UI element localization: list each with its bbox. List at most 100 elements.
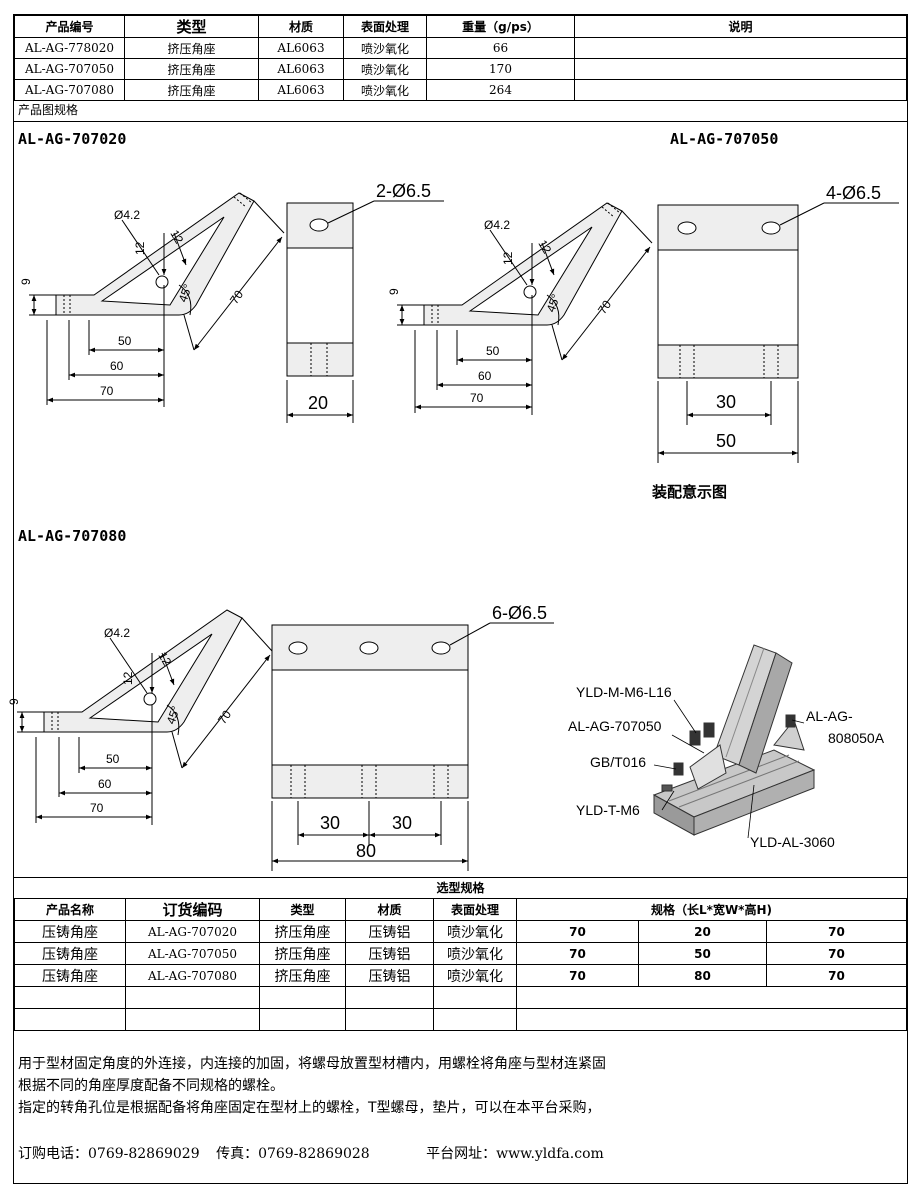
cell-type: 挤压角座 — [259, 942, 346, 965]
dim-9: 9 — [7, 698, 21, 705]
width-50: 50 — [716, 431, 736, 451]
table-row: 压铸角座 AL-AG-707080 挤压角座 压铸铝 喷沙氧化 70 80 70 — [14, 964, 907, 987]
section-label: 产品图规格 — [18, 103, 79, 117]
assembly-illustration — [652, 644, 816, 836]
dim-9: 9 — [387, 288, 401, 295]
cell-height: 70 — [766, 942, 907, 965]
side-view-707020 — [29, 192, 285, 407]
header-type: 类型 — [259, 898, 346, 921]
label-corner-b: 808050A — [828, 730, 885, 746]
dim-60: 60 — [98, 777, 112, 791]
hole-note-4: 4-Ø6.5 — [826, 183, 881, 203]
cell-surface: 喷沙氧化 — [433, 942, 517, 965]
product-table: 产品编号 类型 材质 表面处理 重量（g/ps） 说明 AL-AG-778020… — [14, 15, 907, 101]
assembly-leaders — [653, 699, 805, 839]
selection-table: 产品名称 订货编码 类型 材质 表面处理 规格（长L*宽W*高H) 压铸角座 A… — [14, 898, 907, 1031]
cell-desc — [574, 37, 907, 59]
dim-12-angled: 12 — [535, 238, 554, 257]
cell-height: 70 — [766, 920, 907, 943]
note-line: 根据不同的角座厚度配备不同规格的螺栓。 — [18, 1078, 284, 1094]
width-80: 80 — [356, 841, 376, 861]
cell-order-code: AL-AG-707020 — [125, 920, 260, 943]
note-line: 指定的转角孔位是根据配备将角座固定在型材上的螺栓，T型螺母，垫片，可以在本平台采… — [18, 1100, 601, 1116]
dim-70-diag: 70 — [215, 707, 234, 726]
dim-12-vertical: 12 — [121, 671, 135, 685]
cell-surface: 喷沙氧化 — [343, 58, 427, 80]
dim-70: 70 — [470, 391, 484, 405]
cell-type: 挤压角座 — [124, 58, 259, 80]
cell-material: 压铸铝 — [345, 964, 434, 987]
width-20: 20 — [308, 393, 328, 413]
cell-length: 70 — [516, 920, 639, 943]
dim-12-vertical: 12 — [501, 251, 515, 265]
cell-surface: 喷沙氧化 — [433, 920, 517, 943]
contact-phone: 订购电话：0769-82869029 — [18, 1146, 200, 1162]
header-order-code: 订货编码 — [125, 898, 260, 921]
dim-60: 60 — [478, 369, 492, 383]
dim-60: 60 — [110, 359, 124, 373]
spec-sheet: 产品编号 类型 材质 表面处理 重量（g/ps） 说明 AL-AG-778020… — [7, 14, 908, 1184]
selection-title: 选型规格 — [14, 877, 907, 898]
label-bracket: AL-AG-707050 — [568, 718, 662, 734]
dim-50: 50 — [486, 344, 500, 358]
table-row: 压铸角座 AL-AG-707020 挤压角座 压铸铝 喷沙氧化 70 20 70 — [14, 920, 907, 943]
cell-surface: 喷沙氧化 — [433, 964, 517, 987]
table-row: 压铸角座 AL-AG-707050 挤压角座 压铸铝 喷沙氧化 70 50 70 — [14, 942, 907, 965]
cell-code: AL-AG-707080 — [14, 79, 125, 101]
hole-note-6: 6-Ø6.5 — [492, 603, 547, 623]
header-code: 产品编号 — [14, 15, 125, 38]
selection-section: 选型规格 产品名称 订货编码 类型 材质 表面处理 规格（长L*宽W*高H) 压… — [14, 877, 907, 1031]
cell-length: 70 — [516, 942, 639, 965]
model-label-707050: AL-AG-707050 — [670, 130, 779, 148]
note-line: 用于型材固定角度的外连接，内连接的加固，将螺母放置型材槽内，用螺栓将角座与型材连… — [18, 1056, 606, 1072]
assembly-labels: YLD-M-M6-L16 AL-AG-707050 GB/T016 YLD-T-… — [568, 684, 885, 850]
cell-name: 压铸角座 — [14, 920, 126, 943]
cell-type: 挤压角座 — [124, 79, 259, 101]
front-view-707050 — [657, 202, 899, 463]
cell-desc — [574, 79, 907, 101]
dim-50: 50 — [118, 334, 132, 348]
cell-name: 压铸角座 — [14, 964, 126, 987]
cell-material: AL6063 — [258, 58, 344, 80]
dim-30-left: 30 — [320, 813, 340, 833]
side-view-707080 — [17, 609, 273, 825]
cell-type: 挤压角座 — [124, 37, 259, 59]
header-material: 材质 — [345, 898, 434, 921]
dim-12-vertical: 12 — [133, 241, 147, 255]
divider — [14, 121, 907, 122]
header-type: 类型 — [124, 15, 259, 38]
contact-site: 平台网址：www.yldfa.com — [426, 1146, 604, 1162]
cell-width: 20 — [638, 920, 767, 943]
dim-70: 70 — [100, 384, 114, 398]
label-profile: YLD-AL-3060 — [750, 834, 835, 850]
cell-type: 挤压角座 — [259, 920, 346, 943]
cell-material: 压铸铝 — [345, 920, 434, 943]
header-material: 材质 — [258, 15, 344, 38]
table-row: AL-AG-707080 挤压角座 AL6063 喷沙氧化 264 — [14, 79, 907, 101]
cell-desc — [574, 58, 907, 80]
dim-70: 70 — [90, 801, 104, 815]
side-view-707080-labels: Ø4.2 12 12 9 45° 70 50 60 70 — [7, 626, 234, 815]
header-name: 产品名称 — [14, 898, 126, 921]
dim-12-angled: 12 — [167, 228, 186, 247]
cell-code: AL-AG-707050 — [14, 58, 125, 80]
cell-surface: 喷沙氧化 — [343, 79, 427, 101]
cell-surface: 喷沙氧化 — [343, 37, 427, 59]
header-spec: 规格（长L*宽W*高H) — [516, 898, 907, 921]
table-row: AL-AG-707050 挤压角座 AL6063 喷沙氧化 170 — [14, 58, 907, 80]
dim-hole-small: Ø4.2 — [104, 626, 130, 640]
cell-name: 压铸角座 — [14, 942, 126, 965]
cell-order-code: AL-AG-707080 — [125, 964, 260, 987]
dim-45-deg: 45° — [544, 292, 563, 314]
model-label-707080: AL-AG-707080 — [18, 527, 127, 545]
dim-12-angled: 12 — [155, 650, 174, 669]
cell-width: 50 — [638, 942, 767, 965]
label-screw: YLD-M-M6-L16 — [576, 684, 672, 700]
dim-hole-small: Ø4.2 — [114, 208, 140, 222]
contact-fax: 传真：0769-82869028 — [216, 1146, 370, 1162]
cell-length: 70 — [516, 964, 639, 987]
cell-material: AL6063 — [258, 37, 344, 59]
side-view-707050 — [397, 202, 653, 415]
contact-info: 订购电话：0769-82869029 传真：0769-82869028 平台网址… — [18, 1143, 616, 1163]
front-view-707080 — [271, 622, 554, 871]
